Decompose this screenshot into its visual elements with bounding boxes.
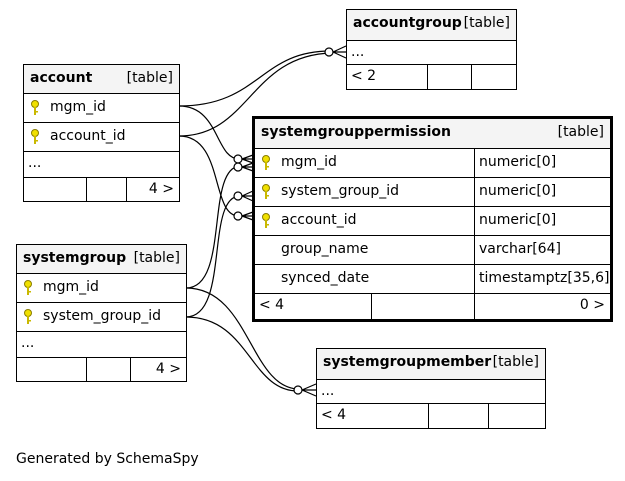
footer-right: 0 > xyxy=(579,297,605,313)
column-type: numeric[0] xyxy=(479,183,557,199)
table-systemgrouppermission[interactable]: systemgrouppermission [table] mgm_id num… xyxy=(252,116,613,322)
column-name: synced_date xyxy=(281,270,370,286)
key-icon xyxy=(24,280,32,295)
table-row: synced_date timestamptz[35,6] xyxy=(255,264,610,293)
footer-left: < 2 xyxy=(351,68,377,84)
key-icon xyxy=(262,184,270,199)
column-name: account_id xyxy=(281,212,357,228)
table-row: mgm_id xyxy=(24,93,179,122)
more-rows: ... xyxy=(28,155,42,171)
key-icon xyxy=(262,213,270,228)
footer-cell xyxy=(488,404,545,428)
table-row: mgm_id numeric[0] xyxy=(255,148,610,177)
table-kind: [table] xyxy=(463,15,510,31)
table-accountgroup[interactable]: accountgroup [table] ... < 2 xyxy=(346,9,517,90)
table-kind: [table] xyxy=(492,354,539,370)
footer-cell xyxy=(471,65,516,89)
table-footer: < 4 0 > xyxy=(255,293,610,319)
table-header: systemgroup [table] xyxy=(17,245,186,273)
column-type-cell: numeric[0] xyxy=(474,178,610,206)
table-row: system_group_id xyxy=(17,302,186,331)
key-icon xyxy=(31,100,39,115)
column-name: account_id xyxy=(50,128,126,144)
more-rows: ... xyxy=(21,335,35,351)
more-rows: ... xyxy=(351,44,365,60)
footer-right: 4 > xyxy=(155,361,181,377)
table-name: systemgroup xyxy=(23,250,127,266)
footer-cell xyxy=(86,178,126,201)
column-type: numeric[0] xyxy=(479,212,557,228)
table-row: group_name varchar[64] xyxy=(255,235,610,264)
column-type: varchar[64] xyxy=(479,241,561,257)
footer-cell: 4 > xyxy=(126,178,179,201)
table-row: ... xyxy=(24,151,179,177)
column-name: mgm_id xyxy=(281,154,337,170)
column-name: system_group_id xyxy=(281,183,400,199)
footer-cell xyxy=(427,65,471,89)
table-name: systemgroupmember xyxy=(323,354,492,370)
footer-cell: 4 > xyxy=(130,358,186,381)
key-icon xyxy=(31,129,39,144)
column-type: timestamptz[35,6] xyxy=(479,270,610,286)
column-name: mgm_id xyxy=(43,279,99,295)
table-footer: < 4 xyxy=(317,403,545,428)
table-header: systemgroupmember [table] xyxy=(317,349,545,379)
key-icon xyxy=(262,155,270,170)
table-systemgroup[interactable]: systemgroup [table] mgm_id system_group_… xyxy=(16,244,187,382)
table-row: ... xyxy=(17,331,186,357)
column-name: system_group_id xyxy=(43,308,162,324)
generated-by-footer: Generated by SchemaSpy xyxy=(16,451,199,467)
table-name: accountgroup xyxy=(353,15,462,31)
table-name: systemgrouppermission xyxy=(261,124,451,140)
table-row: mgm_id xyxy=(17,273,186,302)
table-footer: < 2 xyxy=(347,64,516,89)
footer-cell xyxy=(86,358,130,381)
table-row: ... xyxy=(347,40,516,64)
footer-cell xyxy=(371,294,474,319)
table-name: account xyxy=(30,70,93,86)
column-type-cell: timestamptz[35,6] xyxy=(474,265,610,293)
table-header: account [table] xyxy=(24,65,179,93)
column-name: group_name xyxy=(281,241,369,257)
column-type-cell: numeric[0] xyxy=(474,149,610,177)
table-row: account_id xyxy=(24,122,179,151)
footer-cell: 0 > xyxy=(474,294,610,319)
table-footer: 4 > xyxy=(24,177,179,201)
footer-left: < 4 xyxy=(259,297,285,313)
more-rows: ... xyxy=(321,383,335,399)
table-kind: [table] xyxy=(557,124,604,140)
footer-cell xyxy=(428,404,488,428)
table-kind: [table] xyxy=(126,70,173,86)
table-kind: [table] xyxy=(133,250,180,266)
column-type-cell: numeric[0] xyxy=(474,207,610,235)
table-row: system_group_id numeric[0] xyxy=(255,177,610,206)
table-account[interactable]: account [table] mgm_id account_id ... 4 … xyxy=(23,64,180,202)
table-row: ... xyxy=(317,379,545,403)
table-footer: 4 > xyxy=(17,357,186,381)
column-type: numeric[0] xyxy=(479,154,557,170)
footer-right: 4 > xyxy=(148,181,174,197)
table-systemgroupmember[interactable]: systemgroupmember [table] ... < 4 xyxy=(316,348,546,429)
table-header: accountgroup [table] xyxy=(347,10,516,40)
column-name: mgm_id xyxy=(50,99,106,115)
table-header: systemgrouppermission [table] xyxy=(255,119,610,148)
footer-left: < 4 xyxy=(321,407,347,423)
table-row: account_id numeric[0] xyxy=(255,206,610,235)
column-type-cell: varchar[64] xyxy=(474,236,610,264)
key-icon xyxy=(24,309,32,324)
